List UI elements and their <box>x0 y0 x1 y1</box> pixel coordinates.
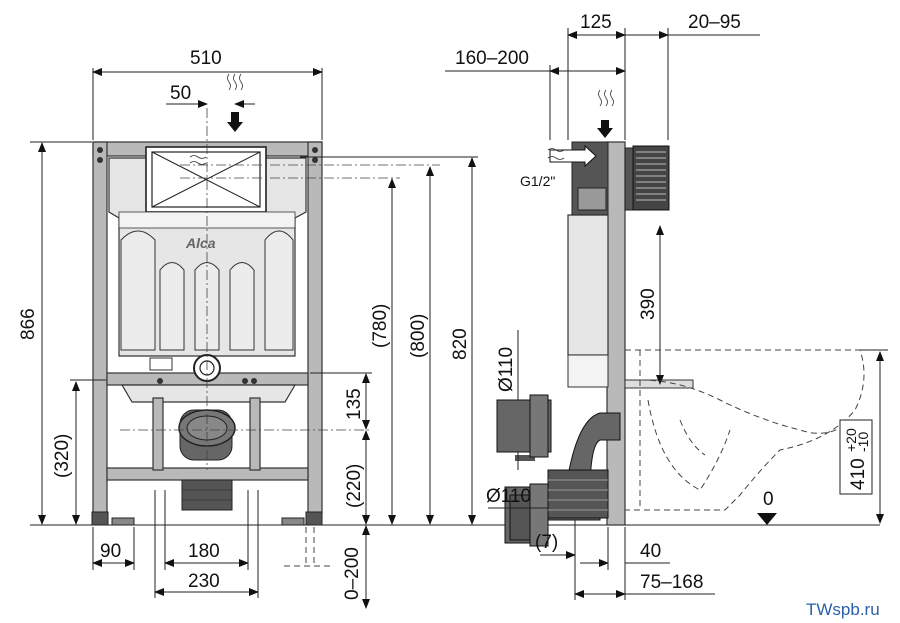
bottom-crossbar <box>106 467 309 481</box>
dim-front-height: 866 <box>18 308 39 340</box>
dim-side-small: (7) <box>535 532 558 553</box>
dim-rail-height: (320) <box>52 434 73 478</box>
dim-side-depth: 125 <box>580 12 612 33</box>
dim-frame-top: 820 <box>450 328 471 360</box>
dim-front-offset: 50 <box>170 83 191 104</box>
dim-side-rods: 390 <box>638 288 659 320</box>
dim-leg-extension: 0–200 <box>342 547 363 600</box>
dim-foot-width: 180 <box>188 541 220 562</box>
dim-foot-spacing: 90 <box>100 541 121 562</box>
bowl-tol-plus: +20 <box>843 428 859 452</box>
left-post <box>92 141 108 515</box>
right-post <box>307 141 323 515</box>
waste-bend <box>181 479 233 511</box>
toilet-bowl-outline <box>625 349 865 511</box>
front-view: Alca <box>18 48 480 609</box>
dim-bowl-height: 410 <box>848 458 869 490</box>
watermark: TWspb.ru <box>806 600 880 619</box>
dim-flush-height2: (800) <box>408 314 429 358</box>
thread-label: G1/2" <box>520 173 555 189</box>
dim-side-depth-range: 75–168 <box>640 572 703 593</box>
side-view: G1/2" 390 Ø110 Ø110 0 <box>445 12 888 600</box>
dim-side-40: 40 <box>640 541 661 562</box>
floor-zero-label: 0 <box>763 489 774 510</box>
dim-drain-height: (220) <box>344 464 365 508</box>
dim-pipe-top: Ø110 <box>496 347 517 392</box>
dim-foot-outer: 230 <box>188 571 220 592</box>
side-cistern <box>567 214 609 356</box>
dim-drain-offset: 135 <box>344 388 365 420</box>
dim-front-width: 510 <box>190 48 222 69</box>
dim-pipe-bottom: Ø110 <box>486 486 531 507</box>
bowl-tol-minus: -10 <box>855 432 871 452</box>
brand-logo: Alca <box>185 235 216 251</box>
fixing-rod <box>624 379 694 389</box>
dim-flush-height: (780) <box>370 304 391 348</box>
side-post <box>606 141 626 526</box>
dim-side-supply: 160–200 <box>455 48 529 69</box>
dim-side-offset: 20–95 <box>688 12 741 33</box>
